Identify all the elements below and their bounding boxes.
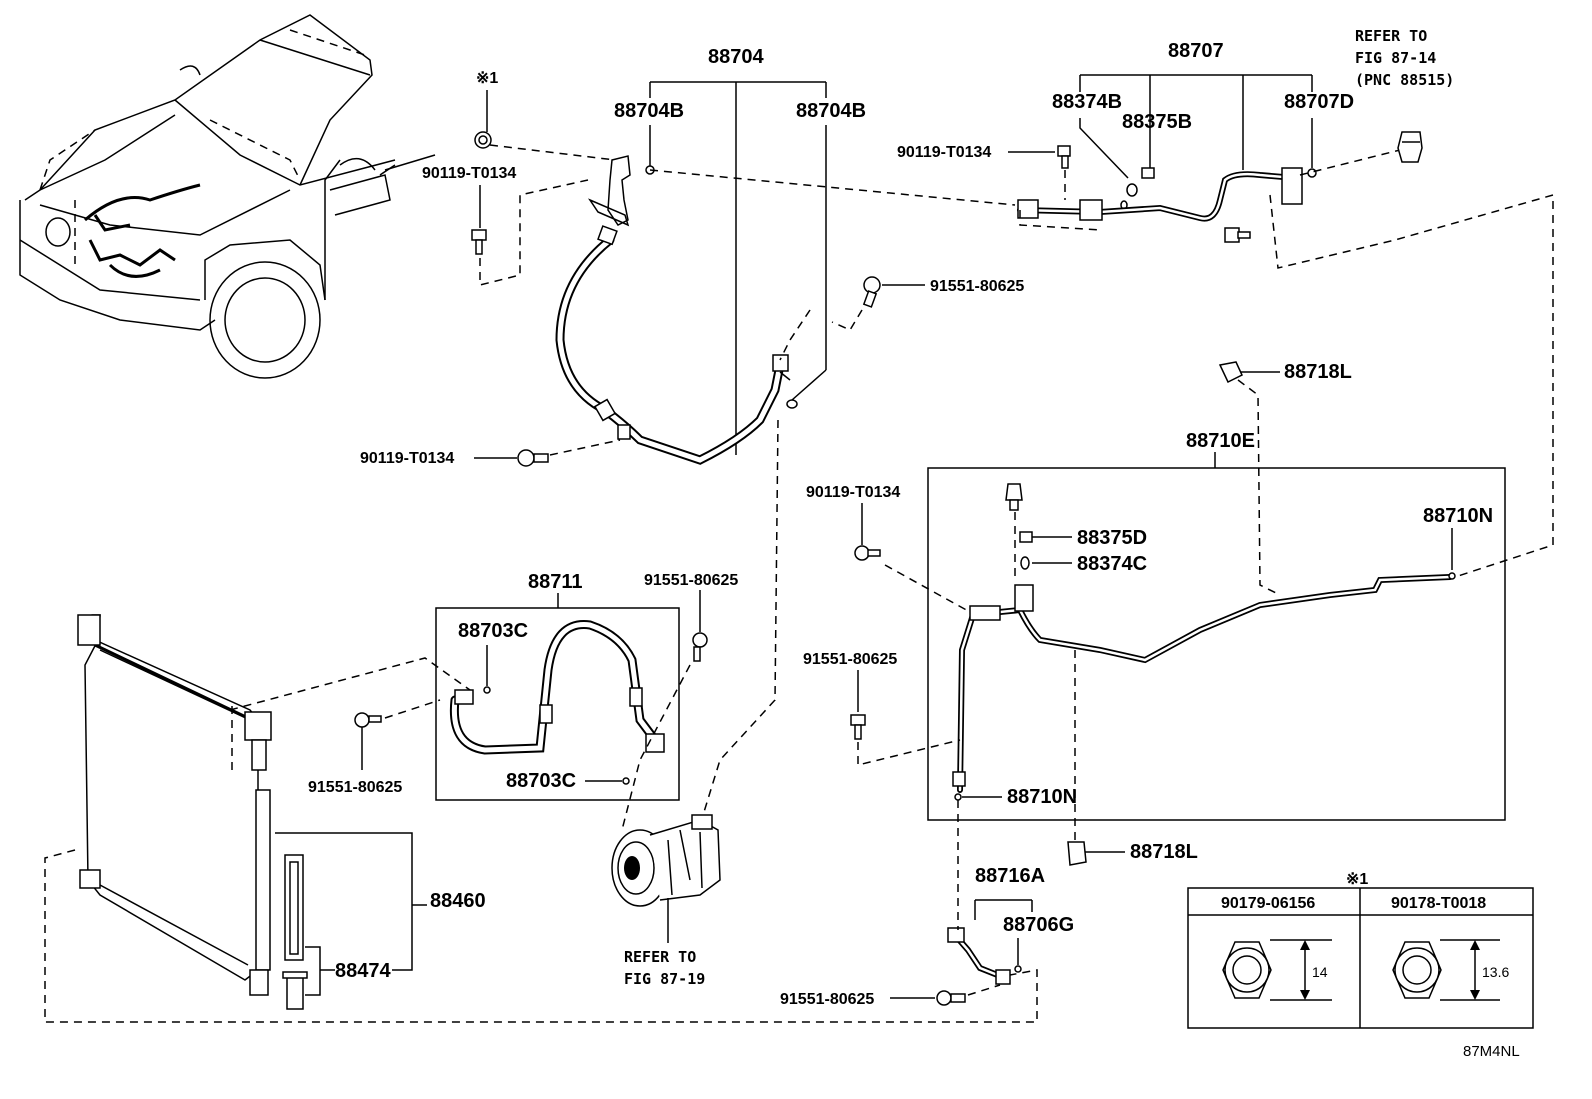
- label-88710n-bottom: 88710N: [1007, 786, 1077, 808]
- label-88704b-right: 88704B: [796, 100, 866, 122]
- bolt-90119-b: 90119-T0134: [360, 439, 621, 467]
- hose-88704-group: 88704 88704B 88704B: [489, 46, 1016, 465]
- refer-top-line3: (PNC 88515): [1355, 71, 1454, 89]
- label-88707: 88707: [1168, 40, 1224, 62]
- refer-fig-87-14: REFER TO FIG 87-14 (PNC 88515): [1355, 27, 1454, 163]
- label-88375d: 88375D: [1077, 527, 1147, 549]
- label-88703c-bottom: 88703C: [506, 770, 576, 792]
- label-88374c: 88374C: [1077, 553, 1147, 575]
- label-88374b: 88374B: [1052, 91, 1122, 113]
- table-col2-header: 90178-T0018: [1391, 895, 1486, 912]
- label-star1-top: ※1: [476, 70, 498, 87]
- label-90119-a: 90119-T0134: [422, 165, 516, 182]
- bolt-91551-c: 91551-80625: [803, 651, 961, 766]
- diagram-code: 87M4NL: [1463, 1043, 1520, 1060]
- hose-88711-group: 88711 88703C 88703C: [229, 571, 680, 801]
- compressor: REFER TO FIG 87-19: [611, 814, 721, 988]
- refer-bottom-line2: FIG 87-19: [624, 970, 705, 988]
- label-88704b-left: 88704B: [614, 100, 684, 122]
- table-col1-header: 90179-06156: [1221, 895, 1315, 912]
- label-88707d: 88707D: [1284, 91, 1354, 113]
- label-star1-table: ※1: [1346, 871, 1368, 888]
- vehicle-illustration: [19, 14, 436, 379]
- condenser-88460: 88460 88474: [44, 614, 1038, 1023]
- bolt-91551-b: 91551-80625: [308, 699, 441, 796]
- label-88718l-bottom: 88718L: [1130, 841, 1198, 863]
- label-91551-a: 91551-80625: [930, 278, 1024, 295]
- label-88703c-top: 88703C: [458, 620, 528, 642]
- label-88710e: 88710E: [1186, 430, 1255, 452]
- label-88375b: 88375B: [1122, 111, 1192, 133]
- bolt-91551-e: 91551-80625: [780, 984, 1001, 1008]
- refer-top-line2: FIG 87-14: [1355, 49, 1436, 67]
- bolt-90119-d: 90119-T0134: [806, 484, 971, 613]
- label-88710n-right: 88710N: [1423, 505, 1493, 527]
- label-88706g: 88706G: [1003, 914, 1074, 936]
- bolt-91551-a: 91551-80625: [699, 276, 1024, 826]
- label-88716a: 88716A: [975, 865, 1045, 887]
- nut-spec-table: ※1 90179-06156 90178-T0018 14 13.6: [1187, 871, 1534, 1029]
- pipe-88707-group: 88707 88374B 88375B 88707D: [1017, 40, 1554, 578]
- label-88718l-top: 88718L: [1284, 361, 1352, 383]
- refer-bottom-line1: REFER TO: [624, 948, 696, 966]
- assembly-88710e: 88710E 88710N 88375D 88374C 88710N: [927, 430, 1506, 840]
- label-91551-b: 91551-80625: [308, 779, 402, 796]
- label-90119-d: 90119-T0134: [806, 484, 900, 501]
- label-88704: 88704: [708, 46, 764, 68]
- refer-top-line1: REFER TO: [1355, 27, 1427, 45]
- bolt-91551-d: 91551-80625: [621, 572, 738, 831]
- bolt-90119-c: 90119-T0134: [897, 144, 1071, 169]
- label-91551-c: 91551-80625: [803, 651, 897, 668]
- nut-star1-top: ※1: [474, 70, 498, 149]
- label-91551-d: 91551-80625: [644, 572, 738, 589]
- clamp-88718l-top: 88718L: [1218, 361, 1352, 596]
- label-90119-c: 90119-T0134: [897, 144, 991, 161]
- bolt-90119-a: 90119-T0134: [422, 165, 589, 286]
- label-88474: 88474: [335, 960, 391, 982]
- table-col1-dim: 14: [1312, 964, 1328, 980]
- clamp-88718l-bottom: 88718L: [1067, 841, 1198, 866]
- table-col2-dim: 13.6: [1482, 964, 1509, 980]
- label-88711: 88711: [528, 571, 583, 593]
- pipe-88716a-group: 88716A 88706G: [947, 800, 1074, 985]
- label-88460: 88460: [430, 890, 486, 912]
- label-90119-b: 90119-T0134: [360, 450, 454, 467]
- label-91551-e: 91551-80625: [780, 991, 874, 1008]
